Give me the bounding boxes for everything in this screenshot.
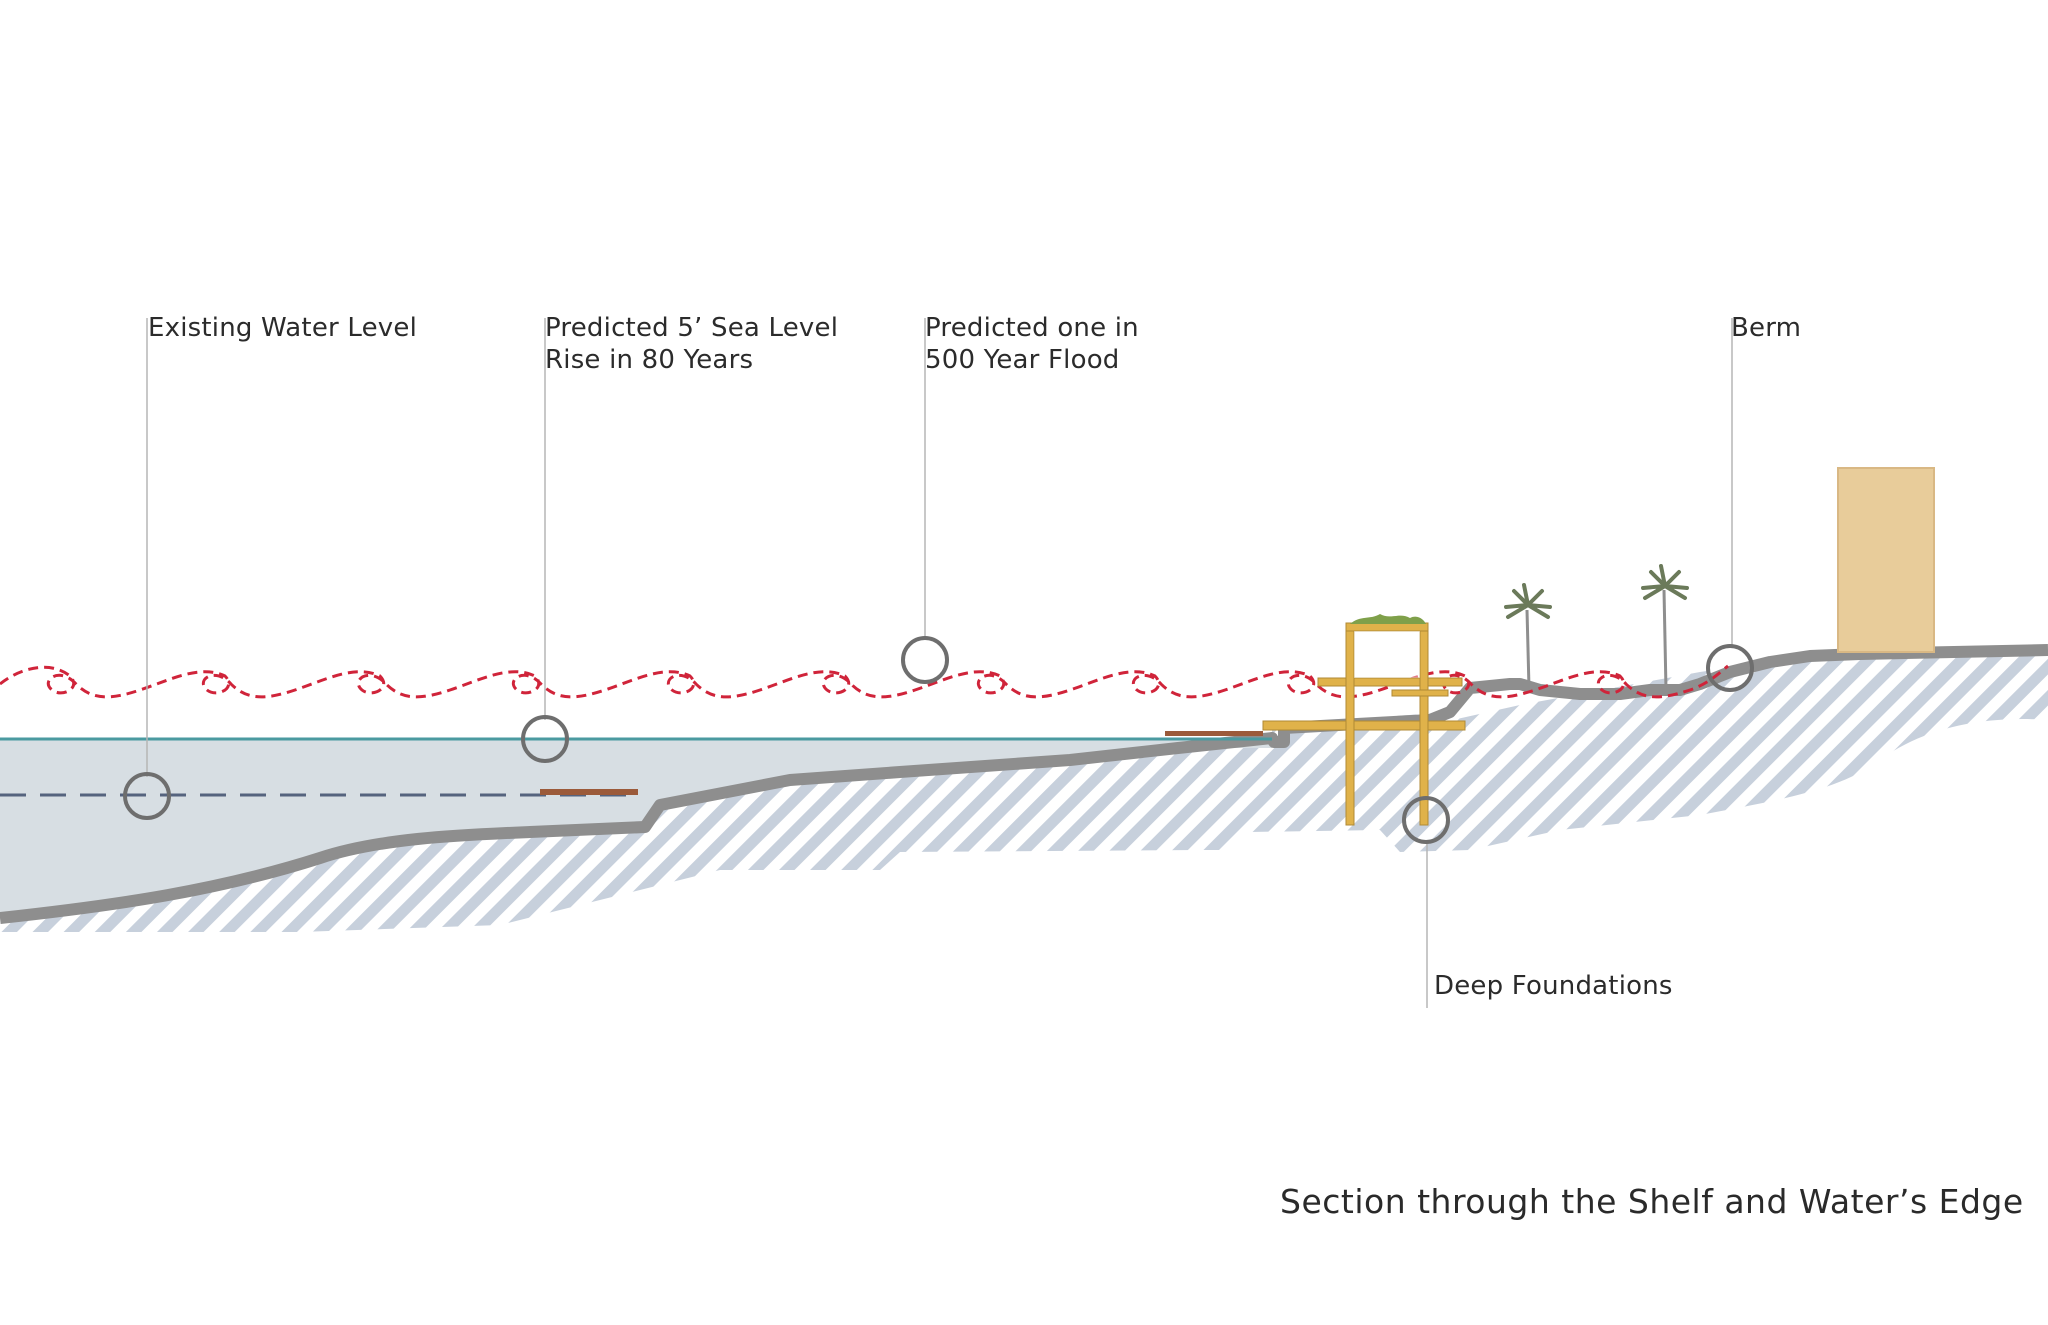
elevated-structure [1262, 614, 1466, 826]
callout-circle-existing-water [123, 772, 171, 820]
label-deep-foundations: Deep Foundations [1434, 971, 1673, 1001]
shore-deck [1165, 731, 1263, 736]
ground-hatch [0, 650, 2048, 932]
callout-circle-berm [1706, 644, 1754, 692]
water-body [0, 738, 1272, 918]
flood-wave-line [0, 664, 1729, 699]
callout-circles [123, 636, 1754, 844]
label-flood-line2: 500 Year Flood [925, 345, 1120, 375]
label-flood-line1: Predicted one in [925, 313, 1139, 343]
label-existing-water-level: Existing Water Level [148, 313, 418, 343]
palm-tree-icon [1504, 583, 1552, 689]
label-berm: Berm [1731, 313, 1802, 343]
leader-lines [146, 318, 1733, 1008]
diagram-title: Section through the Shelf and Water’s Ed… [1280, 1182, 2024, 1221]
callout-circle-flood [901, 636, 949, 684]
floating-dock [540, 789, 638, 795]
callout-circle-foundations [1402, 796, 1450, 844]
callout-circle-sea-level [521, 715, 569, 763]
ground-surface [0, 644, 2048, 924]
label-sea-level-rise-line2: Rise in 80 Years [545, 345, 754, 375]
label-sea-level-rise-line1: Predicted 5’ Sea Level [545, 313, 839, 343]
palm-tree-icon [1641, 564, 1689, 691]
building [1837, 467, 1935, 653]
